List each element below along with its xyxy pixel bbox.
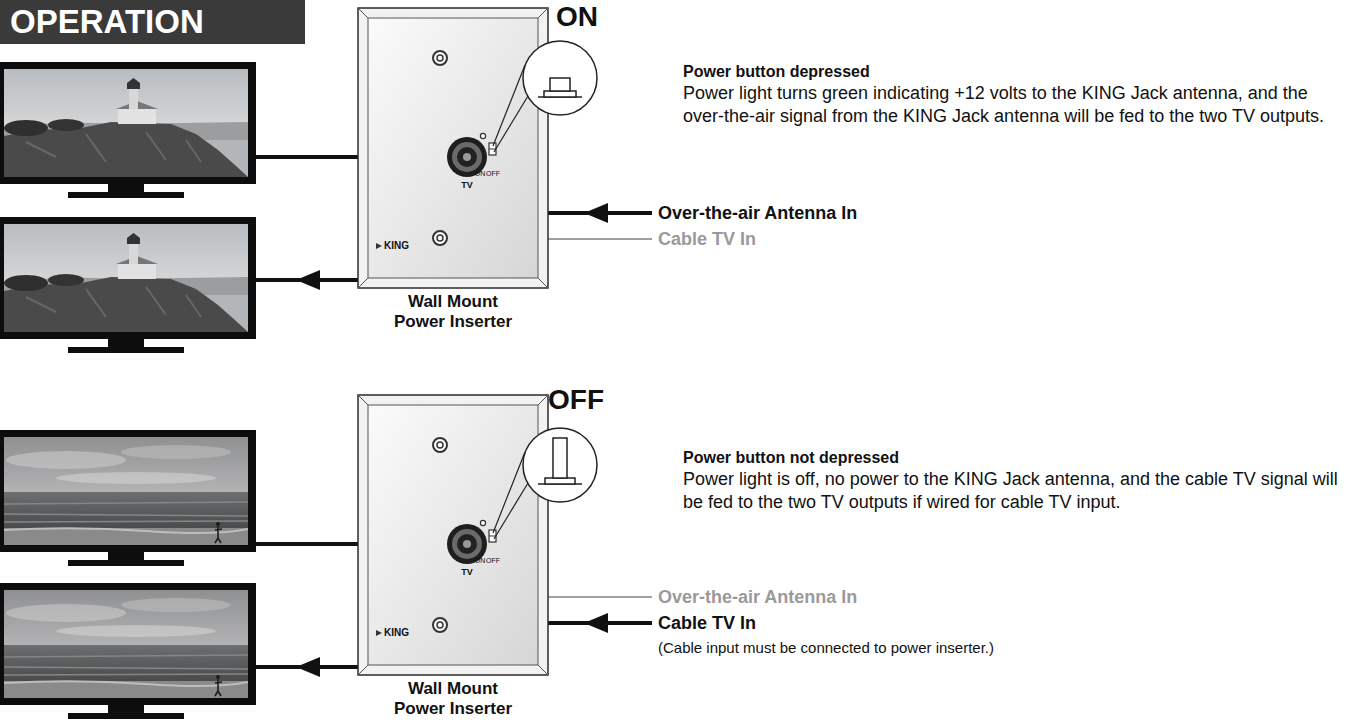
device-caption: Wall Mount Power Inserter bbox=[383, 292, 523, 332]
state-heading: ON bbox=[556, 0, 598, 34]
input-label-box: Over-the-air Antenna In bbox=[658, 586, 857, 608]
port-label: TV bbox=[447, 567, 487, 578]
input-label-box: Cable TV In bbox=[658, 612, 756, 634]
input-label: Over-the-air Antenna In bbox=[658, 586, 857, 608]
tv-set bbox=[0, 62, 256, 719]
port-label: TV bbox=[447, 180, 487, 191]
page-title: OPERATION bbox=[10, 2, 204, 42]
note-heading-box: Power button depressed bbox=[683, 62, 870, 81]
note-heading: Power button not depressed bbox=[683, 448, 899, 467]
zoom-callout bbox=[523, 41, 597, 502]
switch-label: OFF bbox=[486, 169, 500, 178]
input-label-box: Cable TV In bbox=[658, 228, 756, 250]
brand-logo: KING bbox=[384, 240, 409, 252]
input-label: Cable TV In bbox=[658, 612, 756, 634]
switch-label-box: OFF bbox=[486, 556, 500, 565]
note: (Cable input must be connected to power … bbox=[658, 638, 994, 657]
note-body-box: Power light turns green indicating +12 v… bbox=[683, 82, 1343, 128]
state-heading-box: OFF bbox=[548, 383, 604, 417]
port-label-box: TV bbox=[447, 180, 487, 191]
brand-logo-box: KING bbox=[384, 240, 409, 252]
input-label: Cable TV In bbox=[658, 228, 756, 250]
note-body: Power light is off, no power to the KING… bbox=[683, 468, 1343, 514]
input-label: Over-the-air Antenna In bbox=[658, 202, 857, 224]
input-label-box: Over-the-air Antenna In bbox=[658, 202, 857, 224]
note-body: Power light turns green indicating +12 v… bbox=[683, 82, 1343, 128]
power-inserter: TV ONOFF KING Wall Mount Power Inserter bbox=[340, 8, 566, 336]
switch-label: ON bbox=[473, 556, 487, 565]
power-inserter: TV ONOFF KING Wall Mount Power Inserter bbox=[340, 395, 566, 723]
device-caption-box: Wall Mount Power Inserter bbox=[383, 679, 523, 719]
title-bar bbox=[0, 0, 305, 44]
note-box: (Cable input must be connected to power … bbox=[658, 638, 994, 657]
state-heading: OFF bbox=[548, 383, 604, 417]
brand-logo: KING bbox=[384, 627, 409, 639]
switch-label-box: OFF bbox=[486, 169, 500, 178]
port-label-box: TV bbox=[447, 567, 487, 578]
wall-plate bbox=[358, 8, 548, 675]
device-caption: Wall Mount Power Inserter bbox=[383, 679, 523, 719]
switch-label: ON bbox=[473, 169, 487, 178]
note-heading: Power button depressed bbox=[683, 62, 870, 81]
switch-label: OFF bbox=[486, 556, 500, 565]
note-body-box: Power light is off, no power to the KING… bbox=[683, 468, 1343, 514]
switch-label-box: ON bbox=[473, 169, 487, 178]
state-heading-box: ON bbox=[556, 0, 598, 34]
brand-logo-box: KING bbox=[384, 627, 409, 639]
device-caption-box: Wall Mount Power Inserter bbox=[383, 292, 523, 332]
title-box: OPERATION bbox=[10, 2, 204, 42]
switch-label-box: ON bbox=[473, 556, 487, 565]
note-heading-box: Power button not depressed bbox=[683, 448, 899, 467]
